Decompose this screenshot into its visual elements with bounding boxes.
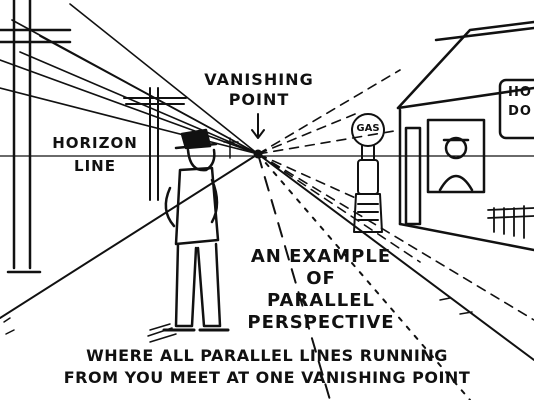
vanishing-label-line2: POINT xyxy=(228,90,290,109)
store-building xyxy=(396,20,534,252)
caption: WHERE ALL PARALLEL LINES RUNNING FROM YO… xyxy=(0,348,534,386)
gas-sign-label: GAS xyxy=(356,123,380,134)
example-line2: OF xyxy=(306,268,336,289)
telephone-pole-distant xyxy=(223,137,239,159)
shop-window xyxy=(426,118,486,194)
ground-shadow xyxy=(147,323,177,343)
road-edges xyxy=(0,153,534,400)
vanishing-point-arrow xyxy=(251,113,265,139)
fence xyxy=(487,205,534,239)
shop-sign-line1: HO xyxy=(508,85,532,100)
example-line4: PERSPECTIVE xyxy=(247,312,395,333)
horizon-label-line2: LINE xyxy=(74,157,116,175)
vanishing-point-label: VANISHING POINT xyxy=(204,72,314,108)
perspective-guides xyxy=(257,69,534,321)
vanishing-point-dot xyxy=(253,149,263,159)
horizon-line-label: HORIZON LINE xyxy=(40,136,150,174)
telephone-pole-near xyxy=(0,0,72,274)
example-title: AN EXAMPLE OF PARALLEL PERSPECTIVE xyxy=(226,248,416,332)
gas-pump xyxy=(351,113,385,233)
caption-line2: FROM YOU MEET AT ONE VANISHING POINT xyxy=(63,368,471,387)
telephone-pole-far xyxy=(123,87,187,201)
example-line1: AN EXAMPLE xyxy=(250,246,392,267)
shop-sign-line2: DO xyxy=(508,104,532,119)
horizon-label-line1: HORIZON xyxy=(52,134,138,152)
caption-line1: WHERE ALL PARALLEL LINES RUNNING xyxy=(86,346,448,365)
store-door xyxy=(404,126,422,226)
man-figure xyxy=(162,128,230,332)
ground-marks xyxy=(3,297,473,335)
vanishing-label-line1: VANISHING xyxy=(204,70,314,89)
shop-sign xyxy=(498,78,534,140)
shop-sign-label: HO DO xyxy=(503,86,534,118)
example-line3: PARALLEL xyxy=(267,290,375,311)
